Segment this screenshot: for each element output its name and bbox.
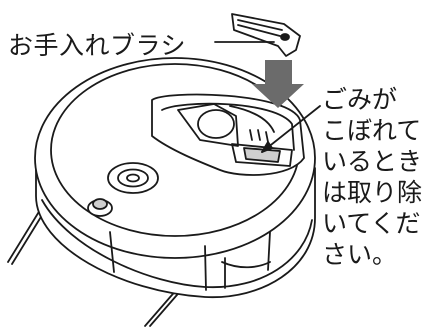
- side-brush-left: [7, 209, 45, 265]
- bumper-sensor: [87, 198, 113, 217]
- dustbin-opening: [151, 93, 305, 176]
- brush-label: お手入れブラシ: [8, 31, 187, 60]
- instruction-line: いるとき: [322, 147, 423, 176]
- instruction-line: こぼれて: [322, 116, 422, 145]
- instruction-line: ごみが: [322, 85, 398, 114]
- control-buttons: [107, 162, 159, 194]
- instruction-line: さい。: [322, 240, 398, 269]
- insert-arrow: [252, 60, 304, 108]
- instruction-line: いてくだ: [322, 209, 421, 238]
- cleaning-brush: [231, 13, 301, 57]
- instruction-line: は取り除: [322, 178, 423, 207]
- dust-leader-arrow: [261, 105, 321, 153]
- instruction-text: ごみが こぼれて いるとき は取り除 いてくだ さい。: [322, 84, 422, 270]
